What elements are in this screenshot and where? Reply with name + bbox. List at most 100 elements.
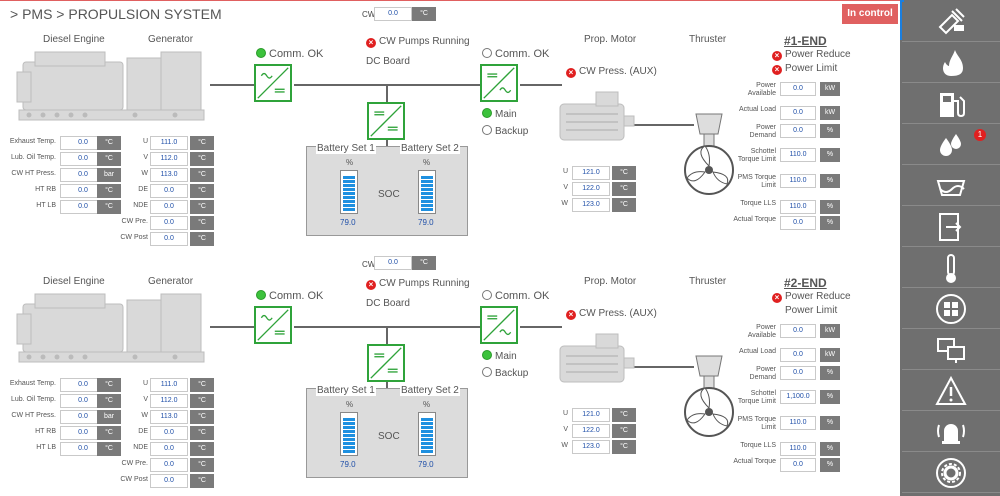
status-led-icon <box>482 48 492 58</box>
error-icon: × <box>566 68 576 78</box>
status-led-icon <box>256 48 266 58</box>
power-param-unit: % <box>820 442 840 456</box>
generator-param-unit: °C <box>190 442 214 456</box>
sidebar-button[interactable] <box>902 166 1000 206</box>
generator-label: Generator <box>148 34 194 45</box>
sidebar-button[interactable] <box>902 207 1000 247</box>
generator-param-unit: °C <box>190 232 214 246</box>
prop-motor-label: Prop. Motor <box>584 276 637 287</box>
thruster-label: Thruster <box>689 276 727 287</box>
settings-gear-icon <box>936 457 966 488</box>
power-param-label: Torque LLS <box>740 442 776 449</box>
sidebar-button[interactable]: 1 <box>902 125 1000 165</box>
gen-bus-line <box>210 326 254 328</box>
dc-dc-converter[interactable] <box>367 344 405 382</box>
breadcrumb[interactable]: > PMS > PROPULSION SYSTEM <box>10 6 222 22</box>
motor-shaft-line <box>634 124 694 126</box>
generator-param-label: W <box>141 412 148 419</box>
motor-param-unit: °C <box>612 198 636 212</box>
gen-bus-line <box>210 84 254 86</box>
sidebar-button[interactable] <box>902 289 1000 329</box>
grid-menu-icon <box>936 293 966 324</box>
power-param-unit: % <box>820 366 840 380</box>
power-param-value: 0.0 <box>780 366 816 380</box>
power-param-unit: % <box>820 148 840 162</box>
generator-param-label: V <box>143 396 148 403</box>
main-source[interactable]: Main <box>482 350 517 362</box>
power-param-value: 110.0 <box>780 148 816 162</box>
sidebar-button[interactable] <box>902 330 1000 370</box>
sidebar-button[interactable] <box>902 2 1000 42</box>
power-reduce-label: Power Reduce <box>785 291 851 302</box>
error-icon: × <box>566 310 576 320</box>
battery-feed-line-2 <box>386 382 388 388</box>
motor-bus-line <box>520 326 562 328</box>
end-title: #1-END <box>784 34 827 48</box>
power-param-value: 110.0 <box>780 200 816 214</box>
cw-press-label: CW Press. (AUX) <box>579 66 657 77</box>
ac-dc-converter[interactable] <box>254 64 292 102</box>
sidebar-button[interactable] <box>902 453 1000 493</box>
power-param-value: 0.0 <box>780 458 816 472</box>
cw-header-value: 0.0 <box>374 7 412 21</box>
battery-set-2-label: Battery Set 2 <box>400 385 460 396</box>
motor-param-unit: °C <box>612 166 636 180</box>
generator-param-value: 111.0 <box>150 136 188 150</box>
generator-param-label: U <box>142 380 148 387</box>
comm-ok-right-label: Comm. OK <box>495 290 550 302</box>
ac-dc-converter[interactable] <box>254 306 292 344</box>
power-param-value: 1,100.0 <box>780 390 816 404</box>
diesel-engine-label: Diesel Engine <box>43 34 105 45</box>
sidebar-button[interactable] <box>902 412 1000 452</box>
sidebar-button[interactable] <box>902 43 1000 83</box>
dc-dc-converter[interactable] <box>367 102 405 140</box>
power-param-unit: kW <box>820 82 840 96</box>
generator-param-value: 113.0 <box>150 410 188 424</box>
comm-ok-left: Comm. OK <box>256 290 323 302</box>
cw-header-label: CW <box>362 10 376 19</box>
cw-press-label: CW Press. (AUX) <box>579 308 657 319</box>
cw-press-status: ×CW Press. (AUX) <box>566 308 657 320</box>
cw-pumps-status: ×CW Pumps Running <box>366 36 470 48</box>
battery-2-gauge <box>418 412 436 456</box>
comm-ok-right-label: Comm. OK <box>495 48 550 60</box>
generator-param-value: 0.0 <box>150 474 188 488</box>
power-param-value: 110.0 <box>780 442 816 456</box>
generator-param-label: V <box>143 154 148 161</box>
power-param-value: 0.0 <box>780 82 816 96</box>
main-label: Main <box>495 351 517 362</box>
main-label: Main <box>495 109 517 120</box>
dc-ac-converter[interactable] <box>480 306 518 344</box>
power-param-label: Schottel Torque Limit <box>737 390 776 405</box>
generator-param-unit: °C <box>190 458 214 472</box>
sidebar-button[interactable] <box>902 371 1000 411</box>
engine-param-label: HT LB <box>36 444 56 451</box>
sidebar-button[interactable] <box>902 248 1000 288</box>
battery-1-soc-value: 79.0 <box>340 460 356 469</box>
dc-ac-converter[interactable] <box>480 64 518 102</box>
cw-header-unit: °C <box>412 7 436 21</box>
backup-source[interactable]: Backup <box>482 125 528 137</box>
radio-unselected-icon <box>482 125 492 135</box>
generator-param-value: 113.0 <box>150 168 188 182</box>
power-param-unit: kW <box>820 106 840 120</box>
radio-selected-icon <box>482 350 492 360</box>
power-param-value: 110.0 <box>780 174 816 188</box>
main-source[interactable]: Main <box>482 108 517 120</box>
alarm-bell-icon <box>937 423 965 444</box>
generator-param-value: 0.0 <box>150 200 188 214</box>
generator-param-value: 0.0 <box>150 426 188 440</box>
backup-source[interactable]: Backup <box>482 367 528 379</box>
engine-param-unit: °C <box>97 442 121 456</box>
power-limit-alarm: Power Limit <box>785 305 837 316</box>
battery-2-gauge <box>418 170 436 214</box>
engine-param-label: Lub. Oil Temp. <box>10 154 56 161</box>
in-control-badge[interactable]: In control <box>842 4 898 24</box>
sidebar-button[interactable] <box>902 84 1000 124</box>
generator-param-value: 0.0 <box>150 184 188 198</box>
dc-board-label: DC Board <box>366 56 410 67</box>
comm-ok-left-label: Comm. OK <box>269 48 324 60</box>
battery-set-1-label: Battery Set 1 <box>316 143 376 154</box>
radio-selected-icon <box>482 108 492 118</box>
error-icon: × <box>772 65 782 75</box>
